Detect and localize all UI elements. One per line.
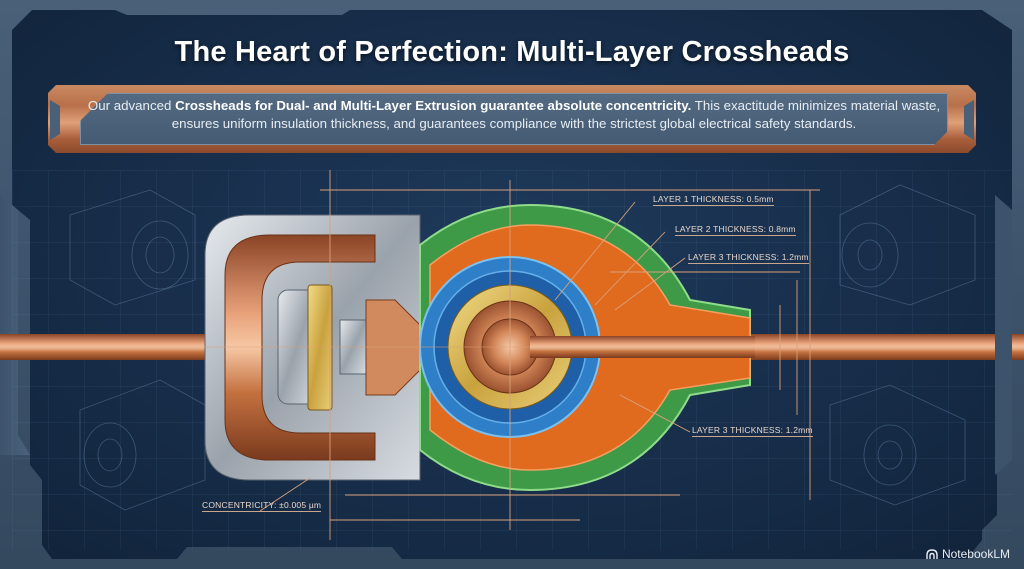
blueprint-sketch-left-bottom	[79, 379, 206, 511]
blueprint-sketch-right-top	[839, 184, 976, 306]
blueprint-sketch-right-bottom	[829, 384, 966, 506]
die-copper-channel	[224, 234, 376, 461]
description-text: Our advanced Crossheads for Dual- and Mu…	[84, 97, 944, 133]
dimension-lines	[0, 170, 1024, 540]
annotation-layer3-thickness-bottom: LAYER 3 THICKNESS: 1.2mm	[692, 425, 813, 437]
description-banner	[80, 93, 948, 145]
right-rail-decoration	[995, 195, 1012, 475]
notebooklm-logo-icon	[926, 548, 938, 559]
annotation-layer3-thickness-top: LAYER 3 THICKNESS: 1.2mm	[688, 252, 809, 264]
slide-title: The Heart of Perfection: Multi-Layer Cro…	[174, 36, 850, 68]
description-bold: Crossheads for Dual- and Multi-Layer Ext…	[175, 98, 692, 113]
crosshead-diagram	[0, 170, 1024, 540]
annotation-concentricity: CONCENTRICITY: ±0.005 µm	[202, 500, 322, 512]
notebooklm-watermark: NotebookLM	[926, 547, 1010, 561]
description-rest: This exactitude minimizes material waste…	[171, 98, 941, 131]
banner-notch-right	[964, 100, 974, 140]
annotation-layer1-thickness: LAYER 1 THICKNESS: 0.5mm	[653, 194, 774, 206]
banner-notch-left	[50, 100, 60, 140]
die-gold-ring	[307, 284, 333, 411]
annotation-layer2-thickness: LAYER 2 THICKNESS: 0.8mm	[675, 224, 796, 236]
description-intro: Our advanced	[87, 98, 176, 113]
blueprint-sketch-left-top	[69, 189, 196, 306]
watermark-label: NotebookLM	[941, 547, 1010, 561]
